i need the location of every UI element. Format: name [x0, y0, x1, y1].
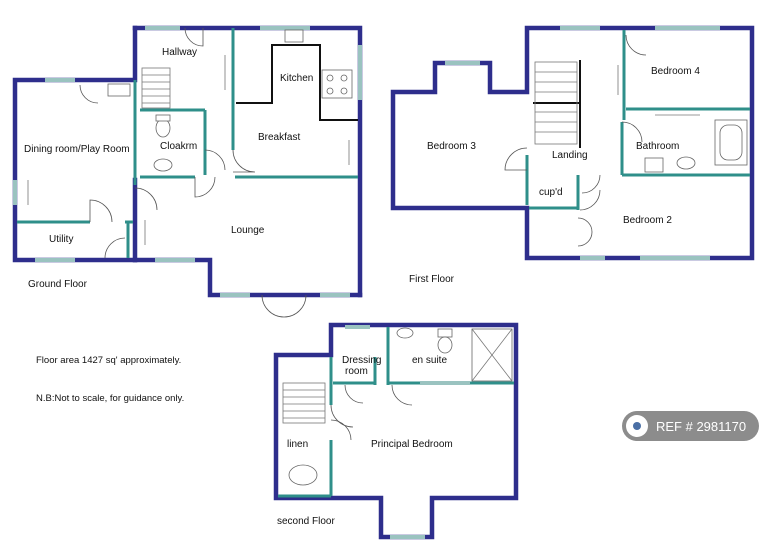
room-label-bedroom4: Bedroom 4	[651, 66, 700, 77]
room-label-lounge: Lounge	[231, 225, 265, 236]
ref-text: REF # 2981170	[656, 418, 747, 434]
room-label-hallway: Hallway	[162, 47, 197, 58]
room-label-cupboard: cup'd	[539, 187, 563, 198]
ground-floor-plan	[12, 25, 363, 318]
room-label-utility: Utility	[49, 234, 73, 245]
room-label-bathroom: Bathroom	[636, 141, 679, 152]
disclaimer-note: N.B:Not to scale, for guidance only.	[36, 393, 184, 404]
second-floor-plan	[273, 322, 519, 540]
room-label-bedroom3: Bedroom 3	[427, 141, 476, 152]
ref-badge: REF # 2981170	[622, 411, 759, 441]
room-label-dining: Dining room/Play Room	[24, 144, 130, 155]
room-label-dressing-line1: Dressing	[342, 355, 381, 366]
area-note: Floor area 1427 sq' approximately.	[36, 355, 181, 366]
room-label-kitchen: Kitchen	[280, 73, 313, 84]
room-label-ensuite: en suite	[412, 355, 447, 366]
room-label-breakfast: Breakfast	[258, 132, 300, 143]
room-label-linen: linen	[287, 439, 308, 450]
room-label-principal: Principal Bedroom	[371, 439, 453, 450]
floor-label-first: First Floor	[409, 274, 455, 285]
location-pin-icon	[626, 415, 648, 437]
room-label-dressing-line2: room	[345, 366, 368, 377]
room-label-landing: Landing	[552, 150, 588, 161]
room-label-cloakroom: Cloakrm	[160, 141, 197, 152]
floor-label-ground: Ground Floor	[28, 279, 88, 290]
first-floor-plan	[390, 25, 755, 261]
floor-label-second: second Floor	[277, 516, 335, 527]
room-label-bedroom2: Bedroom 2	[623, 215, 672, 226]
